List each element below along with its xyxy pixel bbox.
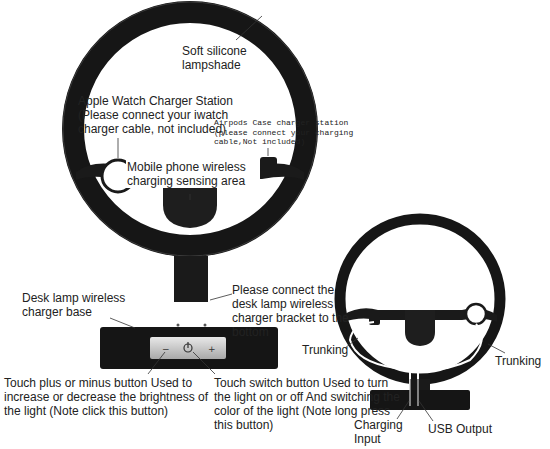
trunking-label: Trunking xyxy=(495,354,547,368)
note-label: Please connect the desk lamp wireless ch… xyxy=(232,283,350,340)
cable-out xyxy=(417,379,418,406)
dot xyxy=(204,324,207,327)
small-ring xyxy=(340,219,500,379)
part-label: Soft silicone lampshade xyxy=(182,44,272,72)
cable-in xyxy=(409,379,410,406)
dot xyxy=(177,324,180,327)
part-label: Mobile phone wireless charging sensing a… xyxy=(126,160,260,188)
trunking-label: Trunking xyxy=(302,343,362,357)
airpods-post xyxy=(260,157,277,171)
touch-panel xyxy=(150,337,226,359)
part-label: Desk lamp wireless charger base xyxy=(22,291,140,319)
port-label: USB Output xyxy=(428,422,508,436)
button-label: Touch plus or minus button Used to incre… xyxy=(4,376,210,418)
small-watch xyxy=(466,304,486,324)
stem xyxy=(174,256,208,302)
port-label: Charging Input xyxy=(354,418,406,446)
plus-icon: + xyxy=(208,344,216,354)
small-pad xyxy=(405,310,435,346)
leader-lines xyxy=(110,16,505,421)
minus-icon: − xyxy=(162,344,170,354)
small-airpods xyxy=(369,316,380,325)
part-label: Airpods Case charger station (please con… xyxy=(214,118,356,147)
power-icon-bar xyxy=(187,342,188,348)
